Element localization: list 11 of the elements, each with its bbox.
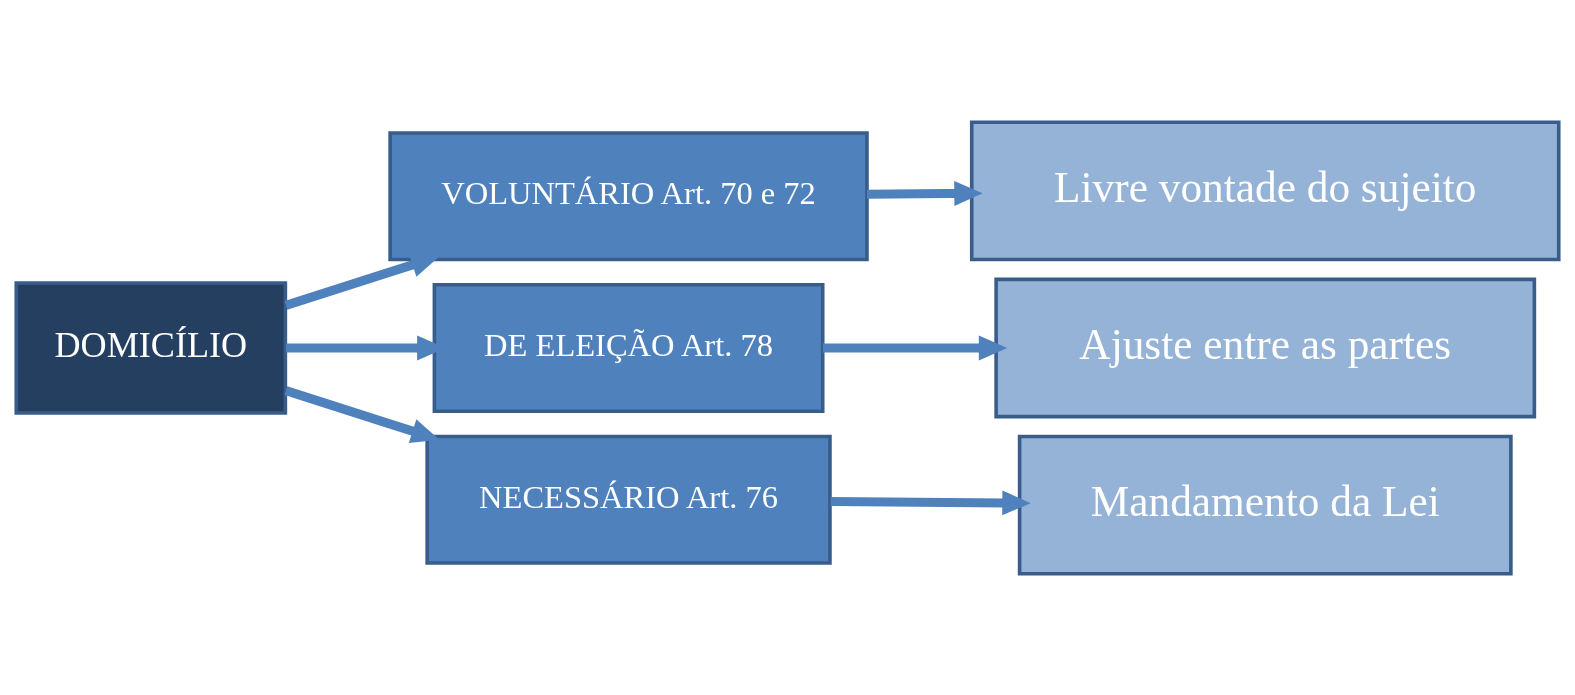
arrow <box>284 385 440 443</box>
arrow <box>822 335 1008 360</box>
node-box: Mandamento da Lei <box>1017 434 1513 576</box>
node-box: DE ELEIÇÃO Art. 78 <box>432 282 825 413</box>
node-box: VOLUNTÁRIO Art. 70 e 72 <box>388 130 869 261</box>
arrow <box>830 489 1031 515</box>
node-box: Ajuste entre as partes <box>994 277 1537 418</box>
node-box: Livre vontade do sujeito <box>969 119 1561 261</box>
node-box: NECESSÁRIO Art. 76 <box>425 434 832 565</box>
node-box: DOMICÍLIO <box>14 280 288 415</box>
arrow <box>866 180 983 206</box>
